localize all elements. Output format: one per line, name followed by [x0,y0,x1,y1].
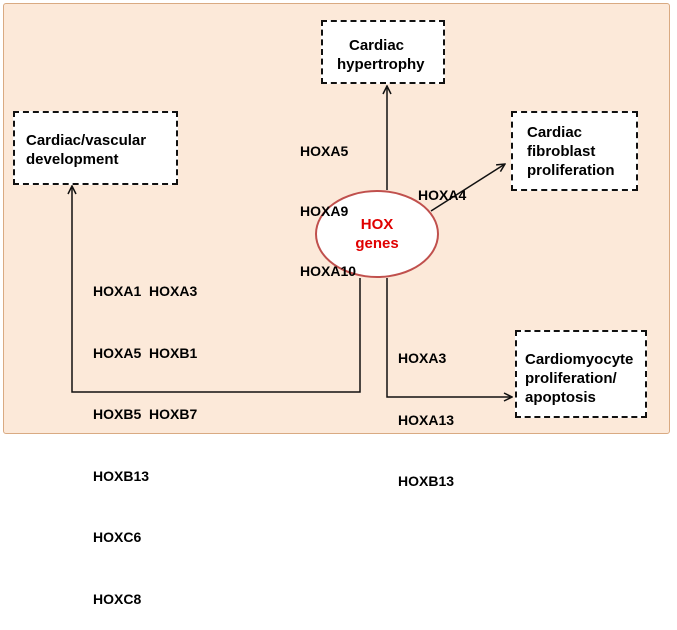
arrow-to-cardiomyocyte [386,278,512,397]
gene-label: HOXA5 HOXB1 [93,344,198,361]
gene-list-hypertrophy: HOXA5 HOXA9 HOXA10 [300,101,356,301]
target-box-fibroblast: Cardiac fibroblast proliferation [511,111,638,191]
gene-label: HOXA9 [300,203,349,219]
hub-label-line: genes [355,235,399,252]
gene-list-fibroblast: HOXA4 [418,148,466,224]
target-label-line: hypertrophy [337,56,425,73]
target-label-line: Cardiac/vascular [26,132,147,149]
target-box-vascular: Cardiac/vascular development [13,111,178,185]
target-label-line: fibroblast [527,143,596,160]
gene-label: HOXA10 [300,263,357,279]
target-label-line: development [26,151,119,168]
target-label-line: apoptosis [525,389,596,406]
gene-label: HOXB13 [398,473,455,489]
target-label-line: proliferation/ [525,370,617,387]
gene-label: HOXA3 [398,350,447,366]
gene-list-cardiomyocyte: HOXA3 HOXA13 HOXB13 [398,307,454,512]
gene-label: HOXC6 [93,529,142,545]
hub-label-line: HOX [360,216,394,233]
gene-label: HOXA5 [300,143,349,159]
target-box-hypertrophy: Cardiac hypertrophy [321,20,445,84]
target-label-line: proliferation [527,162,615,179]
gene-label: HOXA13 [398,411,455,428]
target-label-line: Cardiomyocyte [525,351,634,368]
gene-label: HOXC8 [93,590,142,607]
connector-layer [0,0,677,443]
target-box-cardiomyocyte: Cardiomyocyte proliferation/ apoptosis [515,330,647,418]
target-label-line: Cardiac [349,37,405,54]
arrow-to-vascular [72,186,361,393]
gene-label: HOXB5 HOXB7 [93,406,198,422]
arrow-to-fibroblast [430,164,505,212]
gene-label: HOXA4 [418,187,467,203]
gene-list-vascular: HOXA1 HOXA3 HOXA5 HOXB1 HOXB5 HOXB7 HOXB… [93,240,197,630]
gene-label: HOXA1 HOXA3 [93,283,198,299]
hox-genes-node: HOX genes [315,190,439,278]
target-label-line: Cardiac [527,124,583,141]
gene-label: HOXB13 [93,467,150,484]
